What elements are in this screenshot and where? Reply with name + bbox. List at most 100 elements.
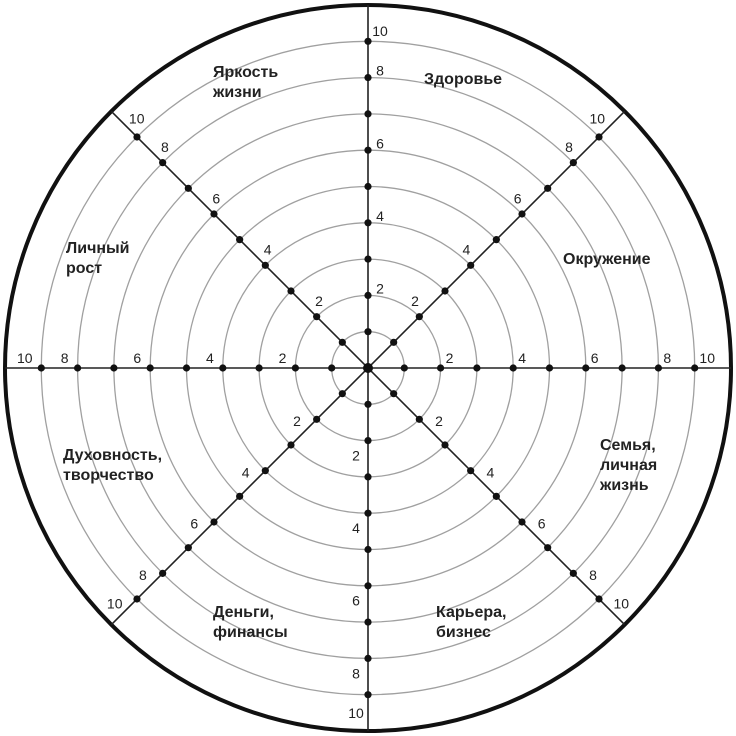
category-line: личная (600, 457, 658, 474)
scale-label: 4 (352, 520, 360, 536)
scale-dot (364, 74, 372, 82)
scale-label: 6 (376, 135, 384, 151)
scale-dot (364, 146, 372, 154)
scale-dot (364, 545, 372, 554)
scale-label: 6 (591, 350, 599, 366)
scale-label: 6 (538, 516, 546, 532)
scale-label: 6 (190, 516, 198, 532)
category-line: рост (66, 260, 103, 277)
scale-dot (364, 473, 372, 481)
scale-dot (364, 509, 372, 517)
scale-dot (518, 210, 526, 218)
scale-dot (364, 110, 372, 118)
scale-label: 8 (139, 567, 147, 583)
scale-label: 8 (663, 350, 671, 366)
scale-label: 6 (212, 190, 220, 206)
scale-dot (159, 569, 167, 577)
category-line: жизни (213, 84, 262, 101)
scale-dot (110, 364, 118, 372)
scale-label: 2 (279, 350, 287, 366)
scale-dot (210, 518, 218, 526)
scale-dot (146, 364, 154, 372)
scale-dot (544, 544, 552, 552)
scale-label: 2 (446, 350, 454, 366)
scale-dot (390, 390, 398, 398)
scale-dot (184, 184, 192, 192)
scale-dot (473, 364, 481, 372)
scale-dot (133, 133, 141, 141)
scale-dot (261, 467, 269, 475)
scale-dot (236, 492, 244, 500)
center-dot (363, 363, 373, 373)
scale-dot (210, 210, 218, 218)
scale-dot (691, 364, 699, 372)
scale-dot (654, 364, 663, 372)
scale-dot (364, 691, 372, 699)
category-line: Карьера, (436, 604, 507, 621)
scale-dot (467, 467, 475, 475)
scale-label: 4 (462, 242, 470, 258)
scale-dot (492, 492, 500, 500)
scale-dot (415, 415, 423, 423)
scale-dot (437, 364, 445, 372)
scale-dot (441, 441, 449, 449)
category-career: Карьера, бизнес (436, 603, 506, 643)
scale-dot (236, 236, 244, 244)
scale-dot (338, 338, 346, 346)
scale-dot (400, 364, 408, 372)
category-family: Семья, личная жизнь (600, 436, 657, 496)
category-spirituality: Духовность,творчество (63, 446, 162, 486)
category-money: Деньги,финансы (213, 603, 288, 643)
scale-label: 10 (17, 350, 33, 366)
category-brightness: Яркость жизни (213, 63, 278, 103)
scale-dot (390, 338, 398, 346)
category-line: творчество (63, 467, 154, 484)
scale-label: 2 (293, 413, 301, 429)
category-line: Семья, (600, 437, 656, 454)
scale-dot (313, 313, 321, 321)
scale-dot (618, 364, 626, 372)
scale-dot (364, 654, 372, 663)
scale-label: 4 (486, 464, 494, 480)
scale-dot (544, 184, 552, 192)
scale-label: 10 (107, 595, 123, 611)
scale-label: 8 (61, 350, 69, 366)
scale-dot (74, 364, 82, 372)
scale-dot (364, 328, 372, 336)
scale-label: 4 (264, 242, 272, 258)
scale-dot (291, 364, 299, 372)
scale-label: 10 (613, 595, 629, 611)
scale-dot (467, 261, 475, 269)
scale-label: 2 (315, 293, 323, 309)
scale-dot (545, 364, 554, 372)
scale-label: 6 (133, 350, 141, 366)
scale-label: 10 (348, 705, 364, 721)
category-environment: Окружение (563, 250, 651, 270)
scale-dot (261, 261, 269, 269)
scale-dot (364, 255, 372, 263)
scale-label: 4 (206, 350, 214, 366)
category-line: бизнес (436, 624, 491, 641)
scale-label: 8 (589, 567, 597, 583)
scale-dot (509, 364, 517, 372)
category-line: Яркость (213, 64, 279, 81)
category-line: жизнь (600, 477, 649, 494)
scale-label: 10 (372, 23, 388, 39)
scale-dot (441, 287, 449, 295)
scale-dot (364, 182, 372, 191)
scale-dot (364, 582, 372, 590)
scale-dot (364, 291, 372, 299)
category-line: финансы (213, 624, 288, 641)
scale-dot (518, 518, 526, 526)
scale-dot (595, 595, 603, 603)
scale-dot (364, 618, 372, 626)
scale-dot (133, 595, 141, 603)
scale-dot (255, 364, 263, 372)
scale-label: 10 (699, 350, 715, 366)
scale-dot (287, 441, 295, 449)
scale-dot (595, 133, 603, 141)
scale-label: 6 (352, 593, 360, 609)
category-line: Здоровье (424, 71, 503, 88)
